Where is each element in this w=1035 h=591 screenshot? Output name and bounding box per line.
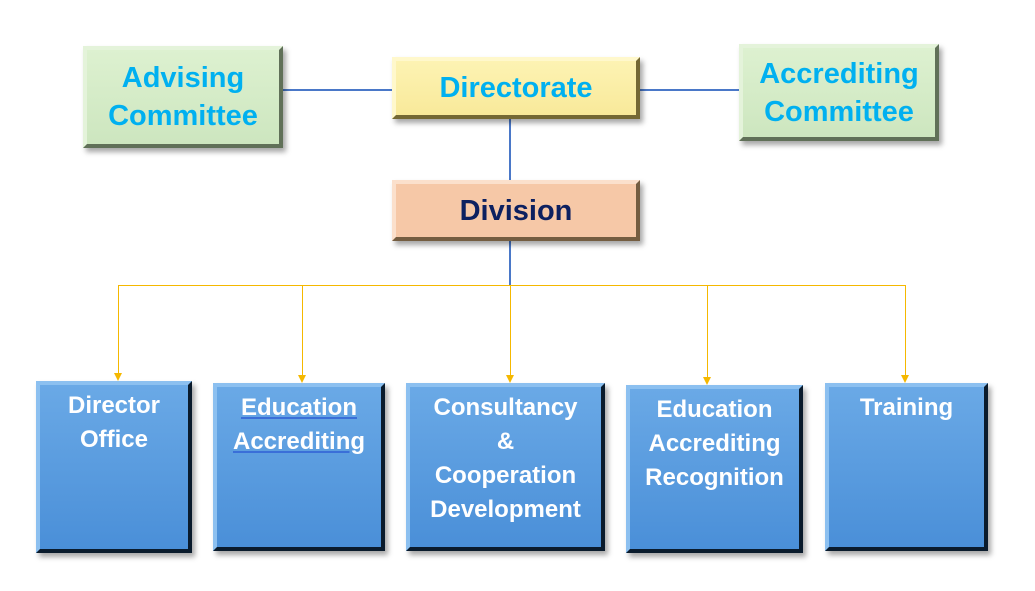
advising-line-1: Advising [121, 62, 245, 94]
connector-drop [707, 285, 708, 377]
unit-label-line: Education [656, 396, 773, 423]
division-box: Division [392, 180, 640, 241]
directorate-label: Directorate [439, 72, 593, 104]
unit-label-line: Education [240, 394, 357, 421]
connector-drop [302, 285, 303, 375]
connector-drop [118, 285, 119, 373]
connector-division-down [509, 241, 511, 285]
connector-drop [905, 285, 906, 375]
unit-label-line: Recognition [645, 464, 784, 491]
accrediting-line-1: Accrediting [759, 57, 919, 90]
arrow-down-icon [506, 375, 514, 383]
connector-drop [510, 285, 511, 375]
unit-label-line: Cooperation [434, 462, 577, 489]
connector-directorate-accrediting [640, 89, 739, 91]
unit-box: Training [825, 383, 988, 551]
connector-directorate-division [509, 119, 511, 180]
arrow-down-icon [703, 377, 711, 385]
unit-label-line: Director [67, 392, 161, 419]
unit-label-line: Training [859, 394, 954, 421]
connector-advising-directorate [283, 89, 392, 91]
advising-line-2: Committee [108, 100, 258, 132]
arrow-down-icon [298, 375, 306, 383]
arrow-down-icon [114, 373, 122, 381]
directorate-box: Directorate [392, 57, 640, 119]
advising-committee-box: Advising Committee [83, 46, 283, 148]
connector-branch [118, 285, 906, 286]
arrow-down-icon [901, 375, 909, 383]
unit-label-line: & [496, 428, 515, 455]
accrediting-committee-box: Accrediting Committee [739, 44, 939, 141]
unit-label-line: Consultancy [433, 394, 578, 421]
unit-label-line: Development [430, 496, 581, 523]
unit-label-line: Office [79, 426, 148, 453]
accrediting-line-2: Committee [764, 95, 914, 128]
unit-label-line: Accrediting [648, 430, 781, 457]
division-label: Division [459, 194, 573, 227]
unit-label-line: Accrediting [232, 428, 366, 455]
